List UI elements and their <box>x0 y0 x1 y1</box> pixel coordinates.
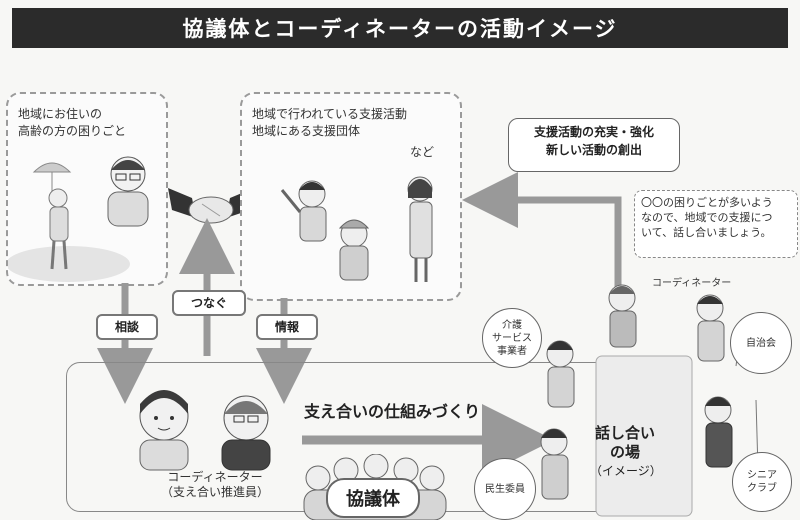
callout-line2: 新しい活動の創出 <box>545 143 642 157</box>
title-bar: 協議体とコーディネーターの活動イメージ <box>12 8 788 48</box>
speech-line2: なので、地域での支援につ <box>641 211 773 224</box>
flow-label: 支え合いの仕組みづくり <box>304 402 481 421</box>
coordinator-caption: コーディネーター （支え合い推進員） <box>130 470 300 500</box>
page-title: 協議体とコーディネーターの活動イメージ <box>182 17 618 41</box>
kyogitai-label: 協議体 <box>346 489 400 510</box>
box-residents-troubles: 地域にお住いの 高齢の方の困りごと <box>6 92 168 286</box>
supporters-illustration <box>280 176 433 282</box>
box-support-activities: 地域で行われている支援活動 地域にある支援団体 など <box>240 92 462 301</box>
label-jouhou: 情報 <box>256 314 318 340</box>
box-left-text: 地域にお住いの 高齢の方の困りごと <box>18 106 126 140</box>
circle-minsei-label: 民生委員 <box>485 483 525 495</box>
speech-line1: 〇〇の困りごとが多いよう <box>641 196 773 209</box>
circle-jichikai-label: 自治会 <box>746 337 776 349</box>
box-mid-line2: 地域にある支援団体 <box>252 124 361 138</box>
coordinator-line2: （支え合い推進員） <box>160 485 269 499</box>
circle-senior-line2: クラブ <box>747 483 777 494</box>
circle-care-provider: 介護 サービス 事業者 <box>482 308 542 368</box>
speech-bubble: 〇〇の困りごとが多いよう なので、地域での支援につ いて、話し合いましょう。 <box>634 190 798 258</box>
speech-line3: いて、話し合いましょう。 <box>641 226 772 239</box>
box-mid-line1: 地域で行われている支援活動 <box>252 107 408 121</box>
box-mid-text: 地域で行われている支援活動 地域にある支援団体 <box>252 106 407 140</box>
callout-line1: 支援活動の充実・強化 <box>533 125 654 139</box>
circle-senior-line1: シニア <box>747 470 777 481</box>
coordinator-tag: コーディネーター <box>652 278 732 289</box>
residents-illustration <box>8 156 149 282</box>
box-mid-etc: など <box>410 145 435 159</box>
meeting-label: 話し合い の場 （イメージ） <box>590 424 662 481</box>
label-soudan: 相談 <box>96 314 158 340</box>
box-left-line2: 高齢の方の困りごと <box>18 124 127 138</box>
circle-care-line3: 事業者 <box>497 345 527 357</box>
circle-care-line2: サービス <box>492 332 532 344</box>
meeting-line2: の場 <box>609 443 640 461</box>
label-tsunagu: つなぐ <box>172 290 246 316</box>
coordinators-illustration <box>139 390 271 471</box>
meeting-line3: （イメージ） <box>590 464 662 478</box>
meeting-illustration <box>540 284 759 517</box>
meeting-line1: 話し合い <box>594 424 655 442</box>
callout-enhancement: 支援活動の充実・強化 新しい活動の創出 <box>508 118 680 172</box>
coordinator-line1: コーディネーター <box>167 470 263 484</box>
box-left-line1: 地域にお住いの <box>18 107 103 121</box>
circle-care-line1: 介護 <box>502 319 522 331</box>
circle-minsei: 民生委員 <box>474 458 536 520</box>
kyogitai-badge: 協議体 <box>326 478 420 518</box>
circle-jichikai: 自治会 <box>730 312 792 374</box>
circle-senior-club: シニア クラブ <box>732 452 792 512</box>
arrow-feedback <box>462 172 622 300</box>
